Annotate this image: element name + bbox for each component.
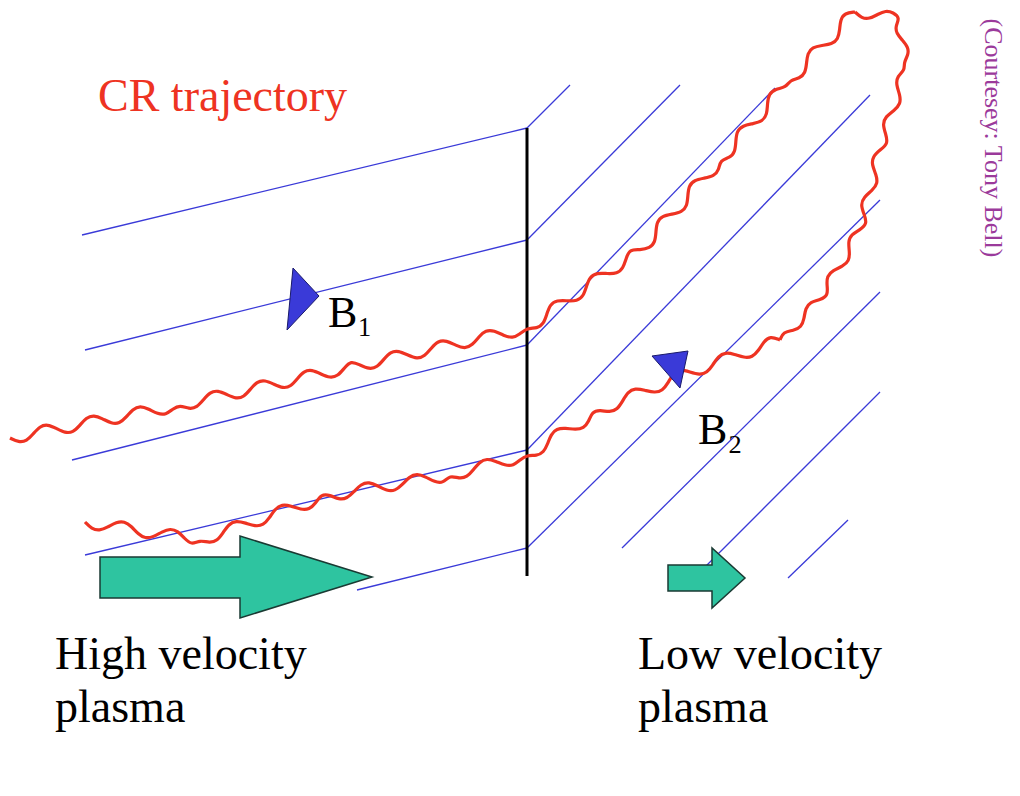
upstream-field-line xyxy=(85,450,527,555)
flow-arrow xyxy=(100,536,372,618)
region-label: Low velocity plasma xyxy=(638,628,938,734)
region-label: High velocity plasma xyxy=(55,628,355,734)
downstream-field-line xyxy=(788,520,848,578)
upstream-field-line xyxy=(82,128,527,235)
downstream-field-line xyxy=(527,95,870,450)
downstream-field-line xyxy=(527,85,570,128)
flow-arrow xyxy=(668,548,745,608)
downstream-field-line xyxy=(527,85,680,240)
upstream-field-line xyxy=(72,345,527,460)
cr-trajectory xyxy=(85,338,780,543)
cr-trajectories xyxy=(10,11,908,543)
field-label: B₁ xyxy=(328,288,418,339)
shock-front xyxy=(526,128,529,576)
upstream-field-line xyxy=(357,548,527,590)
upstream-field-line xyxy=(85,240,527,350)
field-label: B₂ xyxy=(698,405,788,456)
cr-trajectory xyxy=(10,12,855,442)
credit-label: (Courtesey: Tony Bell) xyxy=(978,18,1008,257)
field-arrowhead xyxy=(652,351,688,388)
downstream-field-line xyxy=(527,88,775,345)
downstream-field-line xyxy=(622,292,880,548)
cr-trajectory xyxy=(780,11,908,340)
field-lines xyxy=(72,85,880,590)
trajectory-label: CR trajectory xyxy=(98,70,478,123)
field-arrowhead xyxy=(287,268,319,330)
